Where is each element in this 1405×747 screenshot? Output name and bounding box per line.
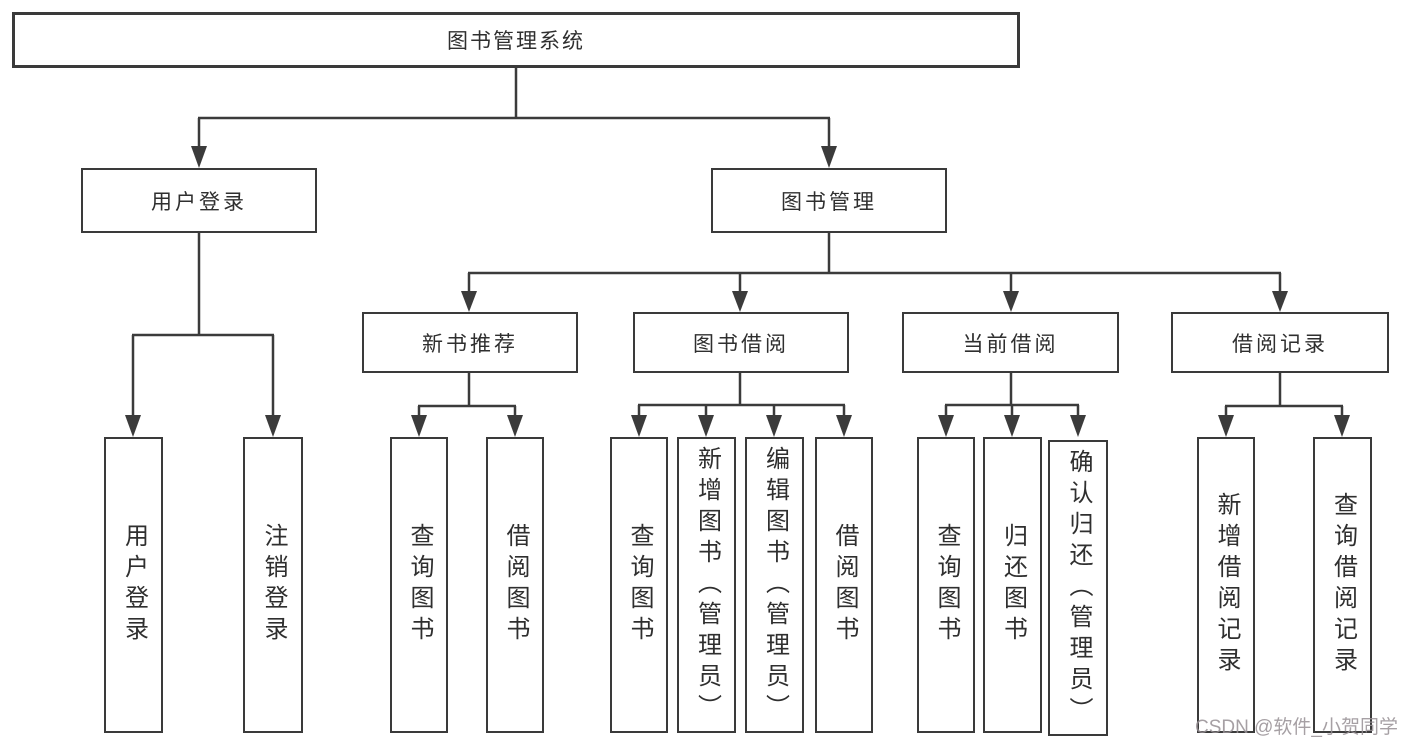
leaf-user-login: 用户登录 (104, 437, 163, 733)
leaf-bb-add-book-admin: 新增图书（管理员） (677, 437, 736, 733)
leaf-cb-confirm-return-admin: 确认归还（管理员） (1048, 440, 1108, 736)
leaf-bb-query-book: 查询图书 (610, 437, 668, 733)
leaf-cb-return-book: 归还图书 (983, 437, 1042, 733)
node-root: 图书管理系统 (12, 12, 1020, 68)
node-book-management: 图书管理 (711, 168, 947, 233)
node-current-borrow: 当前借阅 (902, 312, 1119, 373)
node-new-book-recommend: 新书推荐 (362, 312, 578, 373)
leaf-br-query-record: 查询借阅记录 (1313, 437, 1372, 733)
leaf-nb-borrow-book: 借阅图书 (486, 437, 544, 733)
leaf-bb-edit-book-admin: 编辑图书（管理员） (745, 437, 804, 733)
node-user-login: 用户登录 (81, 168, 317, 233)
leaf-nb-query-book: 查询图书 (390, 437, 448, 733)
leaf-br-add-record: 新增借阅记录 (1197, 437, 1255, 733)
leaf-bb-borrow-book: 借阅图书 (815, 437, 873, 733)
node-book-borrow: 图书借阅 (633, 312, 849, 373)
csdn-watermark: CSDN @软件_小贺同学 (1195, 717, 1398, 738)
leaf-logout: 注销登录 (243, 437, 303, 733)
leaf-cb-query-book: 查询图书 (917, 437, 975, 733)
node-borrow-record: 借阅记录 (1171, 312, 1389, 373)
